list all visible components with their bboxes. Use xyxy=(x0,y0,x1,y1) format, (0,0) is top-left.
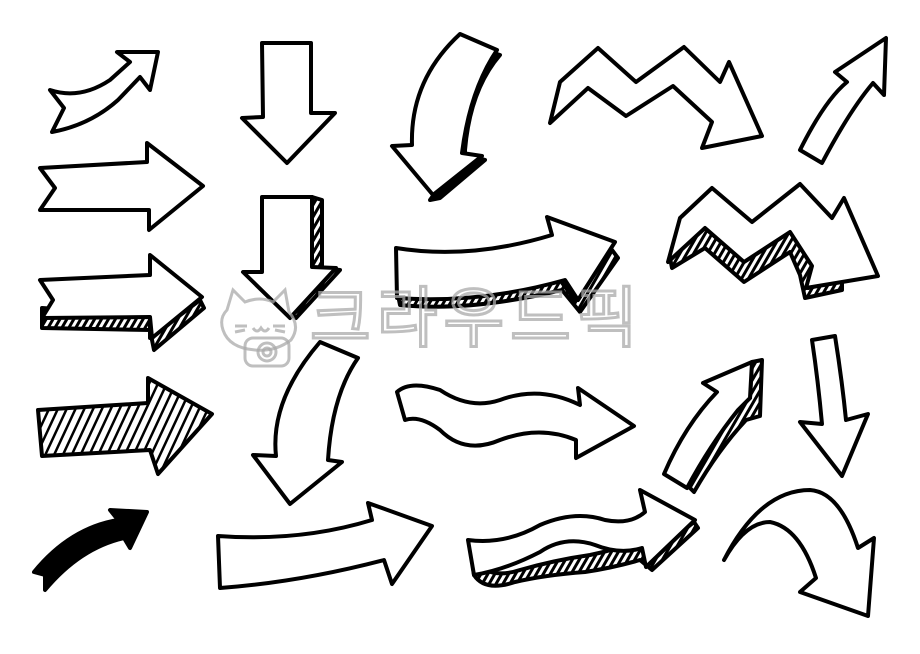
arrow-right-notched-icon xyxy=(38,141,205,232)
arrow-right-hatched-icon xyxy=(36,376,214,476)
arrow-down-icon xyxy=(240,41,337,165)
arrow-down-3d-icon xyxy=(241,195,342,320)
arrow-arc-down-right-icon xyxy=(722,488,876,618)
arrow-filled-curved-up-right-icon xyxy=(32,508,149,592)
arrow-curved-down-left-3d-icon xyxy=(390,32,502,202)
arrow-zigzag-down-right-icon xyxy=(548,45,764,150)
arrow-curved-down-icon xyxy=(251,340,360,506)
arrow-long-right-3d-icon xyxy=(394,215,620,314)
arrow-curved-up-right-icon xyxy=(798,36,888,165)
arrow-curved-up-right-3d-icon xyxy=(662,358,764,494)
arrow-zigzag-3d-icon xyxy=(666,182,880,300)
arrow-long-curved-right-icon xyxy=(216,501,434,590)
arrow-curved-up-right-icon xyxy=(48,50,160,134)
arrow-curved-down-icon xyxy=(798,334,870,478)
arrow-right-3d-icon xyxy=(38,253,206,352)
arrow-wavy-right-3d-icon xyxy=(466,488,700,588)
arrow-wavy-right-icon xyxy=(395,383,636,460)
